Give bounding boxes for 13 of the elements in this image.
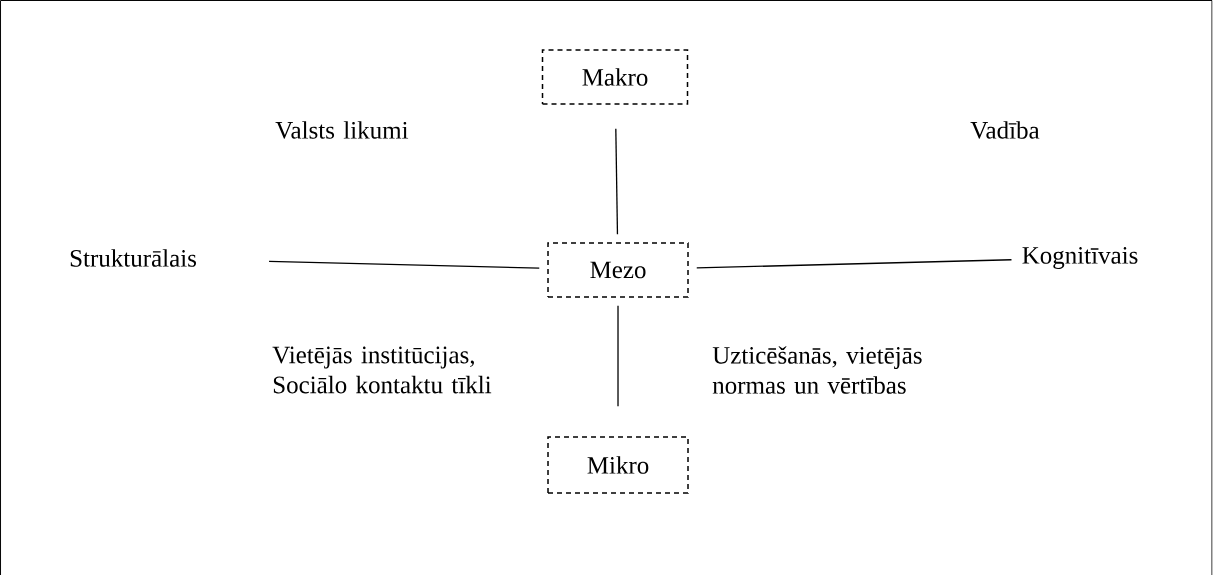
axis-label: Kognitīvais [1022,247,1138,269]
axis-label: Strukturālais [70,249,196,267]
connector-line [268,260,540,269]
level-box: Mezo [547,242,689,298]
level-box: Makro [541,49,689,105]
connector-line [696,259,1013,269]
annotation: Uzticēšanās, vietējās normas un vērtības [712,346,922,394]
annotation: Vadība [970,121,1040,139]
annotation: Vietējās institūcijas, Sociālo kontaktu tīkli [272,346,492,394]
annotation: Valsts likumi [275,121,409,139]
connector-line [617,305,619,407]
connector-line [615,128,619,235]
level-box: Mikro [547,436,689,494]
